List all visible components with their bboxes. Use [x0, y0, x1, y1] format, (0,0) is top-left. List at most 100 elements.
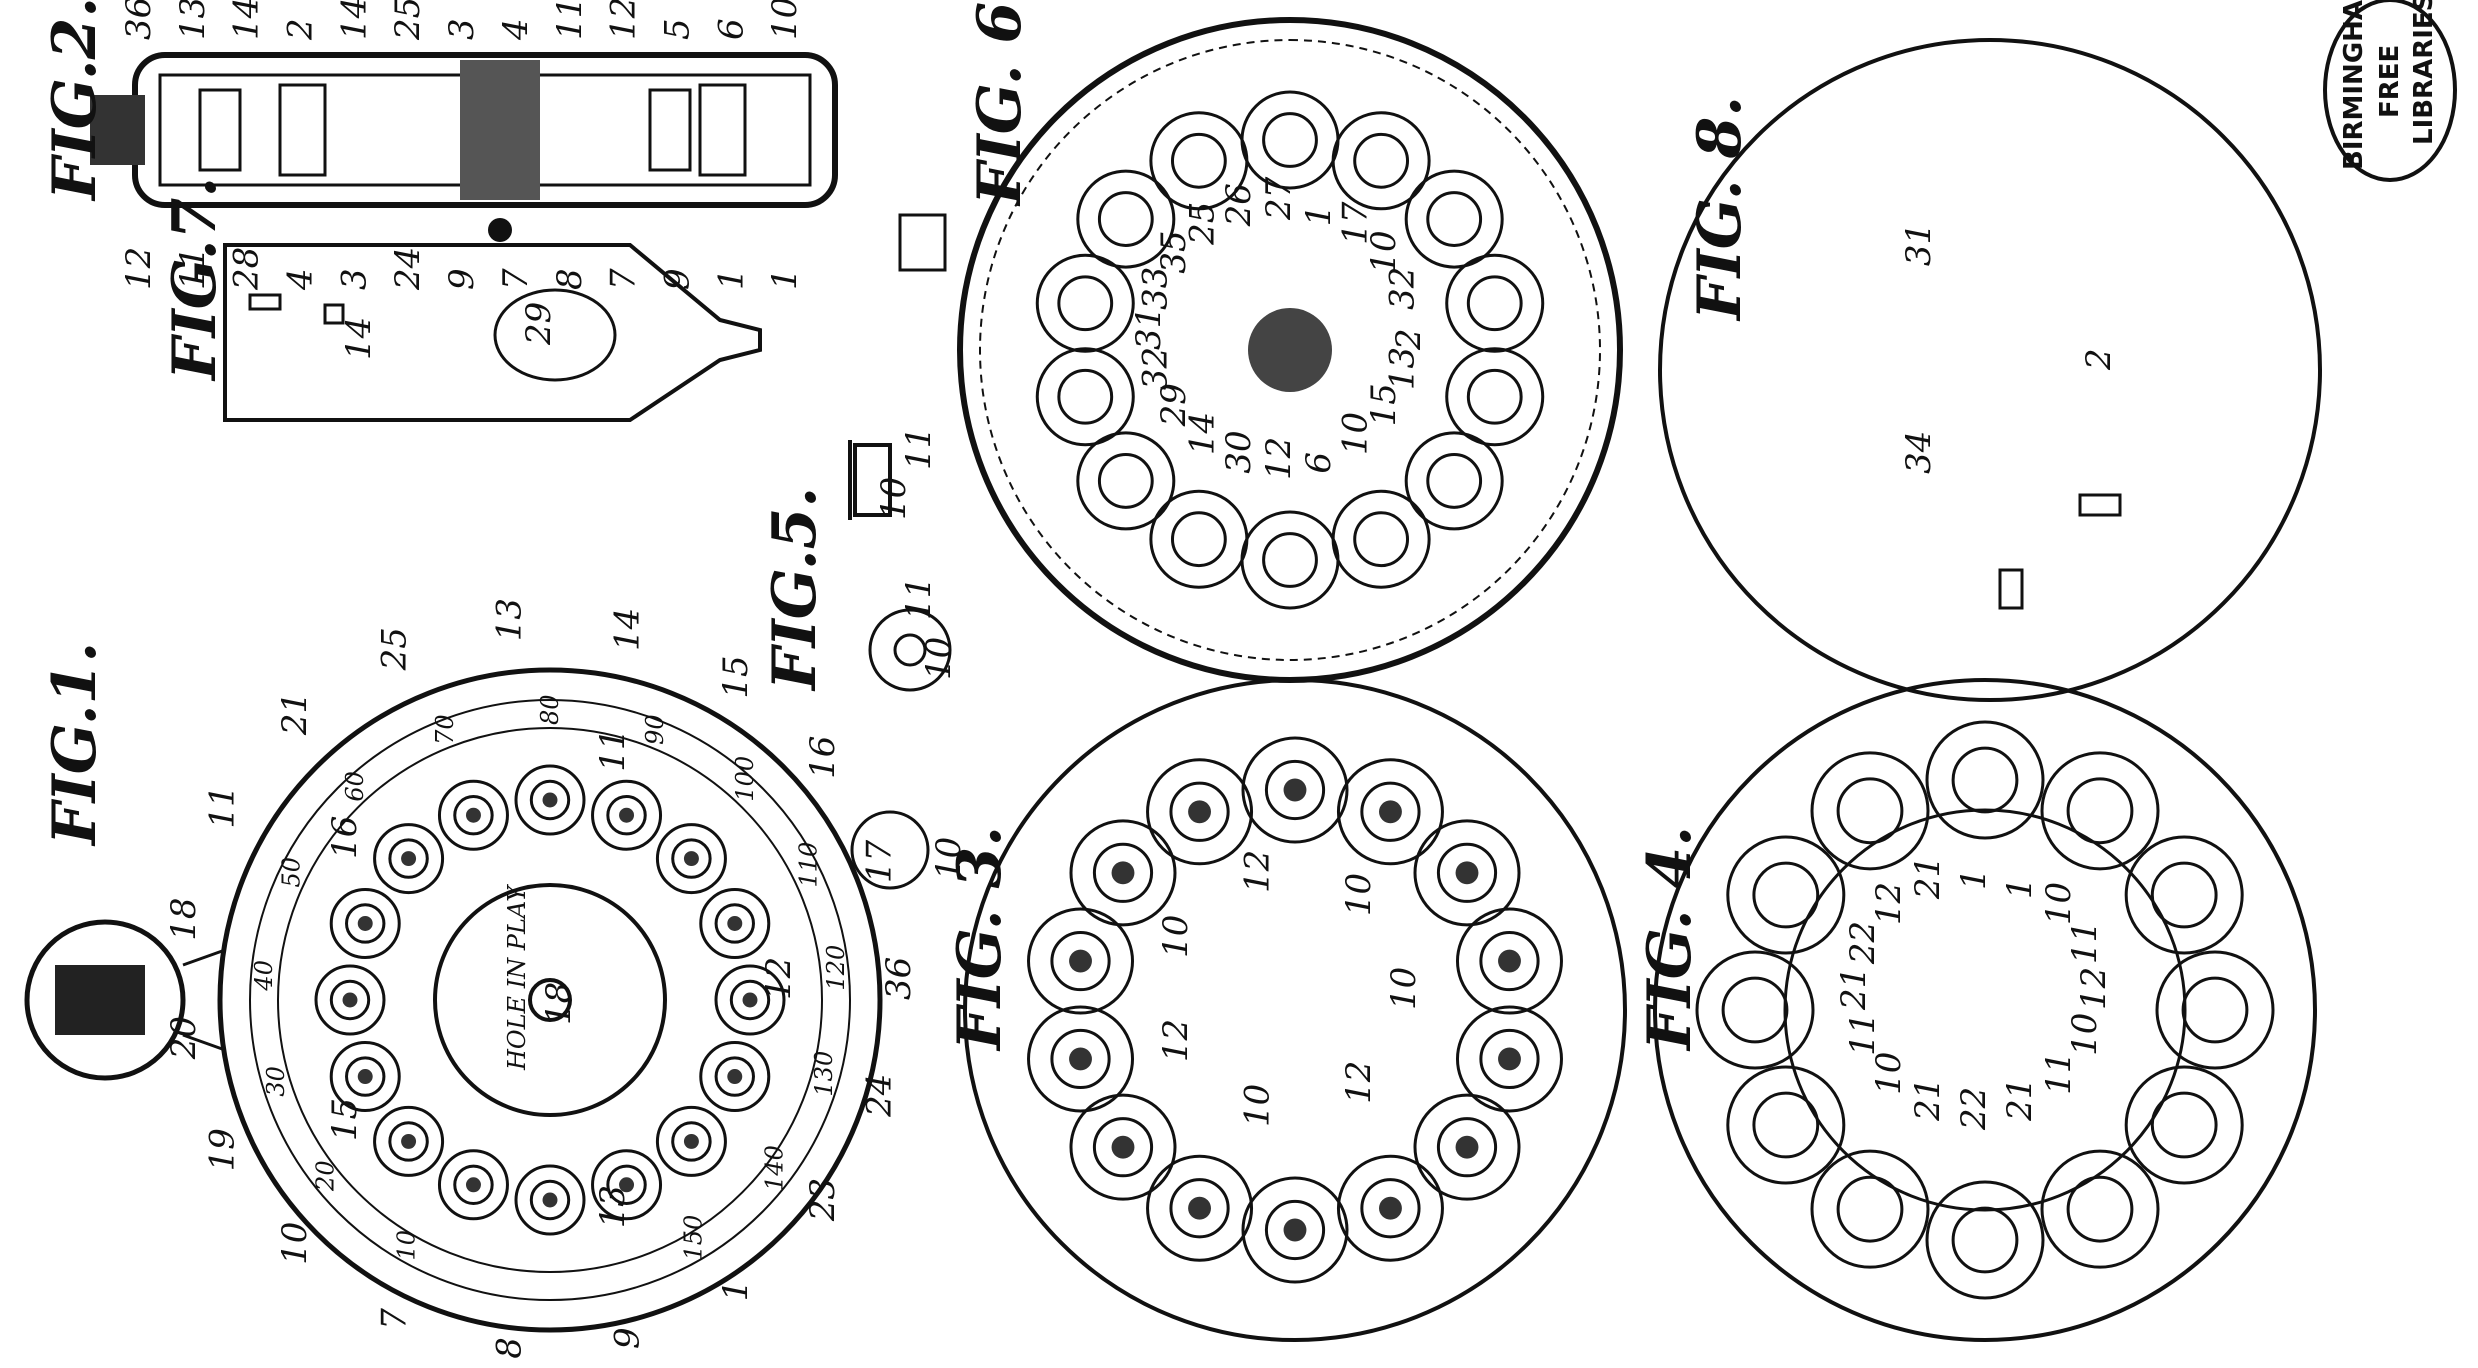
fig2-ref-numeral: 28: [227, 247, 267, 291]
fig5-ref-numeral: 10: [874, 477, 914, 520]
fig3-wheel-pivot: [1111, 861, 1135, 885]
fig1-dial-ref-numeral: 16: [325, 816, 365, 859]
fig5-number-disc: [850, 810, 930, 890]
fig1-wheel-pivot: [683, 851, 699, 867]
fig1-ref-numeral: 19: [202, 1128, 242, 1171]
fig4-wheel-hub: [2066, 1175, 2134, 1243]
fig1-ref-numeral: 1: [716, 1280, 756, 1302]
fig2-ref-numeral: 10: [765, 0, 805, 40]
fig1-wheel-hub: [345, 903, 386, 944]
fig3-wheel: [1069, 1093, 1177, 1201]
fig3-wheel: [1027, 907, 1135, 1015]
fig2-ref-numeral: 5: [657, 18, 697, 40]
fig8-ref-numeral: 2: [2079, 348, 2119, 371]
fig6-wheel: [1076, 431, 1176, 531]
fig6-ref-numeral: 10: [1335, 412, 1375, 455]
fig4-wheels: [1695, 720, 2275, 1300]
fig2-ref-numeral: 3: [442, 18, 482, 40]
fig6-ref-numeral: 25: [1183, 202, 1223, 246]
fig4-wheel-hub: [1951, 1206, 2019, 1274]
fig3-wheel: [1413, 1093, 1521, 1201]
fig1-wheel-hub: [729, 979, 771, 1021]
fig2-ref-numeral: 1: [765, 268, 805, 290]
figure-7: [223, 243, 762, 422]
fig1-wheel: [591, 1149, 663, 1221]
fig1-ref-numeral: 8: [489, 1337, 529, 1359]
fig4-wheel: [1925, 1180, 2045, 1300]
fig1-scale-number: 90: [641, 714, 669, 745]
fig6-wheel-hub: [1170, 132, 1227, 189]
fig6-stem: [898, 213, 947, 272]
fig3-wheel-hub: [1264, 759, 1326, 821]
fig4-ref-numeral: 22: [1954, 1087, 1994, 1131]
fig3-wheel-hub: [1264, 1199, 1326, 1261]
fig4-ref-numeral: 12: [1869, 882, 1909, 925]
fig1-wheel: [373, 1105, 445, 1177]
fig1-wheel-pivot: [727, 915, 743, 931]
fig1-hole-in-play: HOLE IN PLAY: [503, 884, 531, 1071]
fig2-ref-numeral: 14: [227, 0, 267, 40]
fig6-wheel-hub: [1170, 511, 1227, 568]
fig1-wheel-hub: [606, 795, 647, 836]
fig7-hole: [493, 288, 617, 382]
fig5-pinion-side: [853, 443, 892, 517]
fig1-wheel-hub: [714, 903, 755, 944]
fig6-ref-numeral: 30: [1219, 430, 1259, 473]
fig4-wheel-hub: [1836, 1175, 1904, 1243]
fig6-wheel-hub: [1466, 368, 1523, 425]
figure-5: [848, 440, 952, 890]
fig6-wheel: [1404, 169, 1504, 269]
fig4-wheel: [2040, 751, 2160, 871]
fig1-wheel-pivot: [401, 1133, 417, 1149]
fig2-ref-numeral: 9: [657, 268, 697, 290]
fig6-ref-numeral: 2: [1389, 328, 1429, 351]
fig2-ref-numeral: 7: [496, 268, 536, 290]
fig1-scale-number: 140: [760, 1145, 788, 1191]
fig4-wheel: [1726, 835, 1846, 955]
fig1-ref-numeral: 36: [879, 957, 919, 1000]
fig5-ref-numeral: 11: [899, 577, 939, 620]
fig1-wheel-pivot: [619, 807, 635, 823]
fig1-ref-numeral: 7: [374, 1308, 414, 1330]
fig4-label: FIG. 4.: [1635, 826, 1705, 1052]
fig6-wheel: [1149, 111, 1249, 211]
fig6-ref-numeral: 27: [1259, 176, 1299, 221]
fig1-ref-numeral: 21: [275, 692, 315, 736]
fig8-ref-numeral: 34: [1899, 431, 1939, 474]
fig6-ref-numeral: 15: [1364, 383, 1404, 426]
fig2-ref-numeral: 1: [711, 268, 751, 290]
fig2-knob: [90, 95, 145, 165]
fig4-wheel: [2040, 1149, 2160, 1269]
fig4-ref-numeral: 10: [1869, 1052, 1909, 1095]
fig4-ref-numeral: 1: [1954, 868, 1994, 890]
fig1-ref-numeral: 15: [716, 655, 756, 698]
fig2-ref-numeral: 7: [604, 268, 644, 290]
fig1-counter-wheels: [314, 764, 786, 1236]
fig2-ref-numeral: 4: [496, 18, 536, 41]
fig6-ref-numeral: 1: [1299, 205, 1339, 227]
fig2-ref-numeral: 24: [388, 247, 428, 291]
fig3-wheel-pivot: [1188, 800, 1211, 824]
fig5-label: FIG.5.: [760, 487, 830, 692]
fig1-scale-number: 70: [431, 714, 459, 745]
fig5-wheel: [868, 608, 952, 692]
fig2-ref-numeral: 12: [119, 247, 159, 290]
fig4-ref-numeral: 21: [1908, 856, 1948, 900]
fig1-center-dial: [433, 883, 667, 1117]
fig3-wheel-hub: [1092, 1117, 1154, 1178]
fig4-ref-numeral: 10: [2039, 882, 2079, 925]
fig1-ref-numeral: 17: [859, 839, 899, 883]
figure-3: [963, 678, 1627, 1342]
fig3-wheel-hub: [1169, 1178, 1230, 1239]
fig2-ref-numeral: 11: [550, 0, 590, 40]
fig3-wheel: [1146, 1154, 1254, 1262]
fig6-wheel-hub: [1097, 453, 1154, 509]
fig4-wheel-hub: [1752, 1091, 1820, 1159]
fig3-wheel: [1455, 907, 1563, 1015]
fig4-ref-numeral: 10: [2065, 1013, 2105, 1056]
fig3-ref-numeral: 10: [1339, 873, 1379, 916]
fig1-outer-case: [217, 667, 883, 1333]
fig4-wheel: [1810, 1149, 1930, 1269]
